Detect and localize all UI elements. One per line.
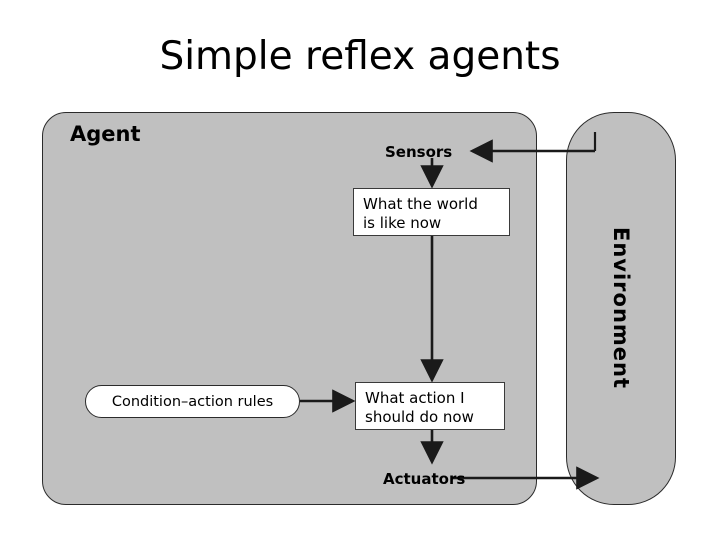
environment-container [566,112,676,505]
node-action-line1: What action I [365,389,465,407]
node-world-state: What the world is like now [353,188,510,236]
agent-architecture-diagram: Agent Environment [0,100,720,520]
node-condition-action-rules: Condition–action rules [85,385,300,418]
agent-label: Agent [70,122,141,146]
environment-label-wrap: Environment [566,112,676,505]
actuators-label: Actuators [383,470,466,488]
node-action-line2: should do now [365,408,474,426]
node-world-state-line1: What the world [363,195,478,213]
agent-container [42,112,537,505]
sensors-label: Sensors [385,143,453,161]
node-world-state-line2: is like now [363,214,442,232]
page-title: Simple reflex agents [159,34,561,79]
node-action: What action I should do now [355,382,505,430]
environment-label: Environment [609,227,633,390]
